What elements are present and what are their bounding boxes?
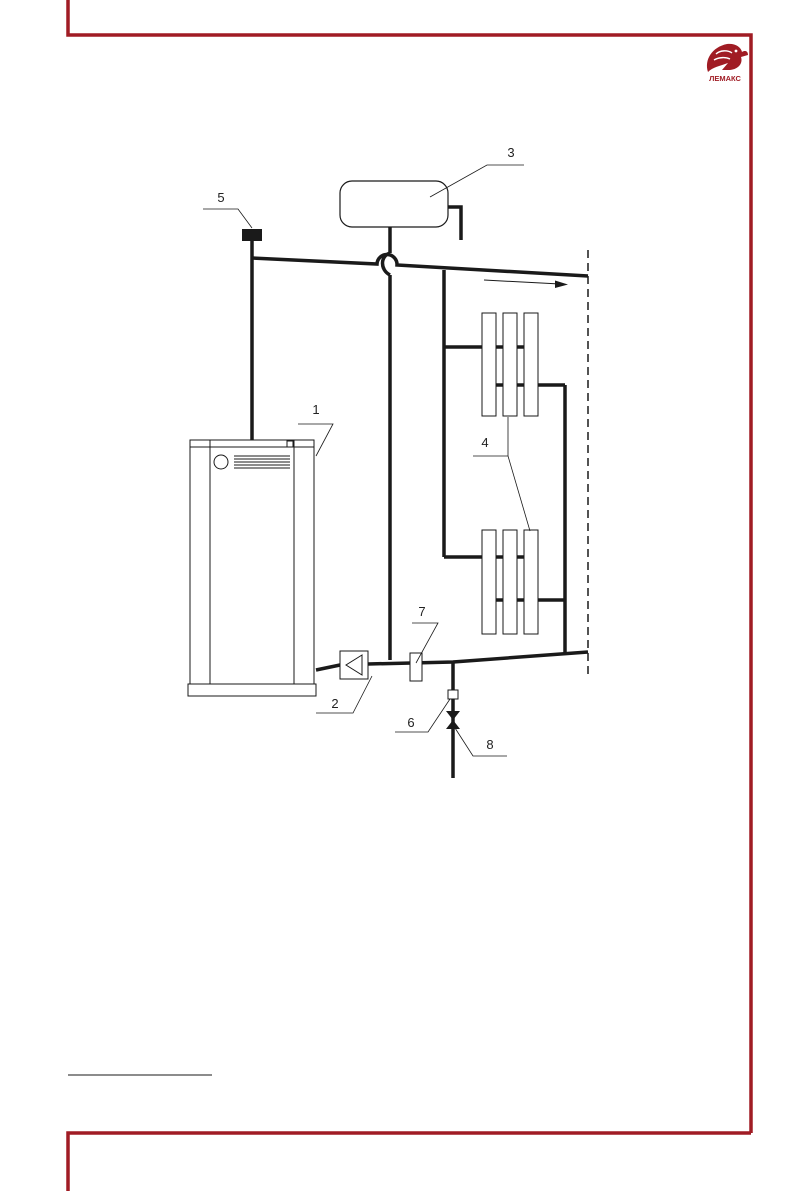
callout-5: 5 <box>217 190 224 205</box>
callout-1: 1 <box>312 402 319 417</box>
air-vent <box>242 229 262 241</box>
callout-8: 8 <box>486 737 493 752</box>
callout-6: 6 <box>407 715 414 730</box>
radiator-top <box>482 313 538 416</box>
brand-name: ЛЕМАКС <box>709 74 741 83</box>
tank-overflow-pipe <box>448 207 461 240</box>
filter-element <box>410 653 422 681</box>
flow-arrow <box>484 280 568 288</box>
dragon-icon <box>707 44 748 72</box>
radiator-bottom <box>482 530 538 634</box>
frame-bottom <box>68 1133 751 1191</box>
expansion-tank <box>340 181 448 227</box>
drain-fitting <box>448 690 458 699</box>
callout-2: 2 <box>331 696 338 711</box>
page-frame <box>68 0 751 1191</box>
callout-7: 7 <box>418 604 425 619</box>
circulation-pump <box>340 651 368 679</box>
brand-logo: ЛЕМАКС <box>707 44 748 83</box>
callout-3: 3 <box>507 145 514 160</box>
frame-top <box>68 0 751 1133</box>
drain-valve <box>446 711 460 729</box>
supply-main <box>252 254 588 276</box>
callout-4: 4 <box>481 435 488 450</box>
boiler <box>188 440 316 696</box>
